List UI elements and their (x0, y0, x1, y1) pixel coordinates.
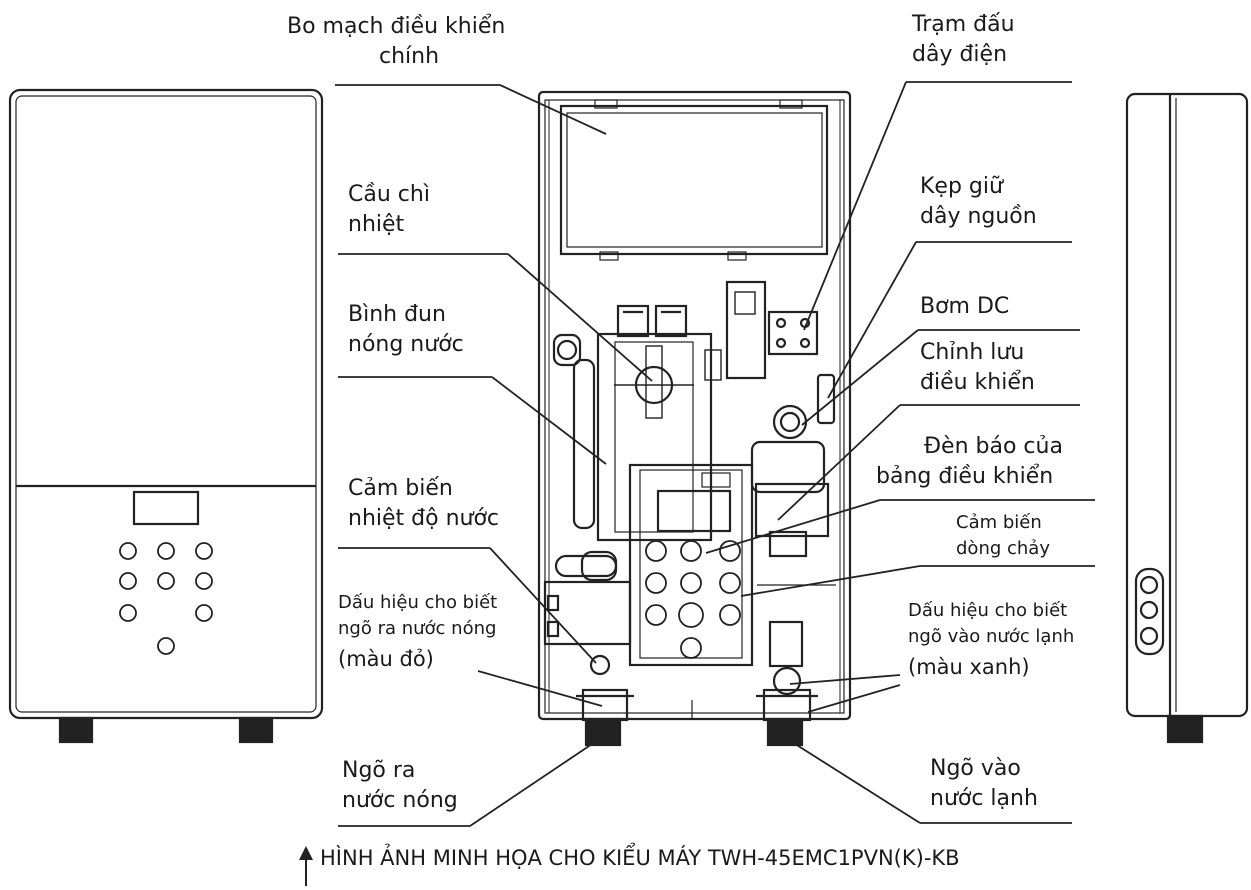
heater-tank-shape (596, 332, 713, 542)
front-view (8, 88, 324, 744)
cord-clamp-shape (816, 373, 836, 425)
side-view (1125, 92, 1249, 744)
internal-view (537, 90, 852, 747)
caption-arrow-icon (299, 846, 313, 886)
label-dc-pump: Bơm DC (920, 294, 1010, 319)
left-pipe (572, 358, 596, 530)
flow-sensor-shape (768, 620, 804, 668)
leader-lines-left (335, 84, 653, 827)
leader-lines-right (705, 81, 1095, 824)
panel-display-shape (656, 489, 732, 533)
dc-pump-shape (772, 404, 808, 440)
caption-text: HÌNH ẢNH MINH HỌA CHO KIỂU MÁY TWH-45EMC… (320, 846, 960, 870)
control-panel-shape (628, 463, 754, 667)
front-buttons (119, 542, 213, 655)
internal-frame (537, 90, 852, 721)
terminal-box (725, 280, 767, 380)
front-body (8, 88, 324, 720)
main-board-shape (559, 104, 829, 256)
front-display (132, 490, 200, 526)
terminal-block-shape (767, 310, 819, 356)
hot-section (543, 580, 632, 646)
hot-outlet-fitting (581, 688, 629, 722)
side-body (1125, 92, 1249, 718)
